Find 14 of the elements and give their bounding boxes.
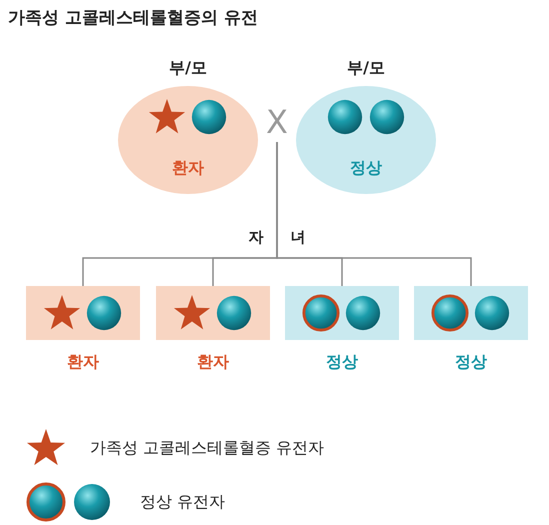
status-label: 환자	[66, 352, 100, 372]
status-label: 정상	[325, 352, 359, 372]
node-heading: 부/모	[346, 58, 386, 78]
edge-label: 자 녀	[247, 228, 307, 246]
title: 가족성 고콜레스테롤혈증의 유전	[8, 8, 258, 28]
status-label: 정상	[349, 158, 383, 178]
legend-text: 정상 유전자	[140, 492, 226, 512]
status-label: 환자	[196, 352, 230, 372]
connector-line	[276, 142, 472, 286]
node-heading: 부/모	[168, 58, 208, 78]
legend-text: 가족성 고콜레스테롤혈증 유전자	[90, 438, 324, 458]
cross-symbol: X	[265, 102, 289, 142]
status-label: 환자	[171, 158, 205, 178]
status-label: 정상	[454, 352, 488, 372]
